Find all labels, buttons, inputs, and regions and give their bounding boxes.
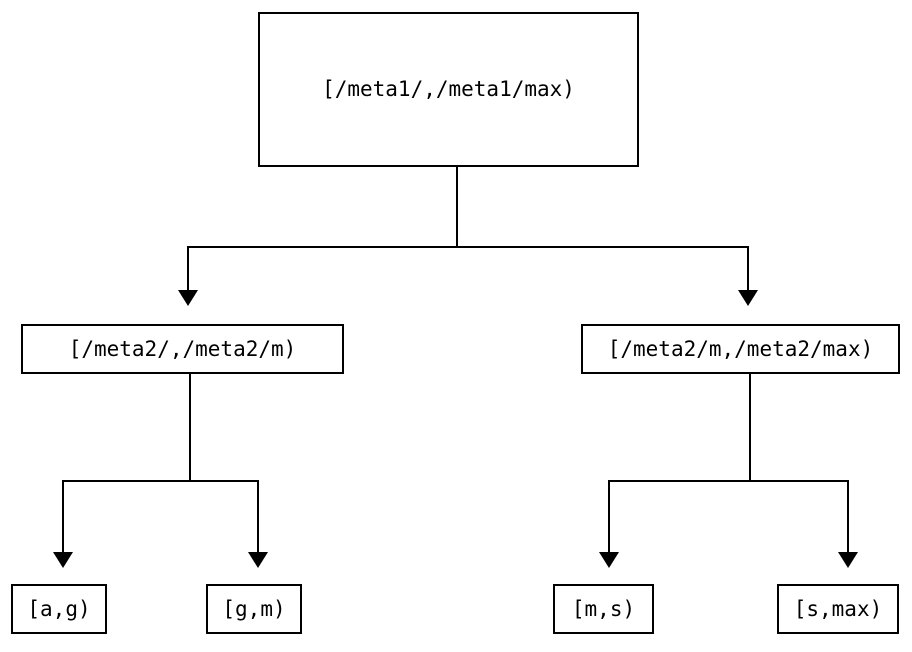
edge-l2-left-to-leaf-ag — [61, 479, 190, 552]
tree-node-leaf-m-s[interactable]: [m,s) — [553, 584, 654, 634]
tree-node-leaf-s-max[interactable]: [s,max) — [777, 584, 899, 634]
tree-node-leaf-g-m[interactable]: [g,m) — [206, 584, 302, 634]
tree-node-root-label: [/meta1/,/meta1/max) — [322, 77, 575, 101]
arrowhead-l2-left-to-leaf-gm — [248, 552, 268, 568]
tree-node-leaf-m-s-label: [m,s) — [571, 596, 636, 621]
arrowhead-l2-right-to-leaf-ms — [599, 552, 619, 568]
tree-node-leaf-g-m-label: [g,m) — [222, 596, 286, 621]
arrowhead-root-to-l2-left — [178, 290, 198, 306]
edge-root-to-l2-right — [457, 245, 750, 290]
tree-node-meta2-upper[interactable]: [/meta2/m,/meta2/max) — [581, 324, 900, 374]
tree-node-leaf-a-g-label: [a,g) — [27, 596, 91, 621]
arrowhead-l2-right-to-leaf-smax — [838, 552, 858, 568]
arrowhead-l2-left-to-leaf-ag — [53, 552, 73, 568]
tree-node-meta2-lower[interactable]: [/meta2/,/meta2/m) — [21, 324, 344, 374]
tree-node-meta2-lower-label: [/meta2/,/meta2/m) — [68, 336, 297, 361]
arrowhead-root-to-l2-right — [738, 290, 758, 306]
edge-l2-left-to-leaf-gm — [190, 479, 260, 552]
tree-node-meta2-upper-label: [/meta2/m,/meta2/max) — [607, 336, 874, 361]
tree-node-root[interactable]: [/meta1/,/meta1/max) — [258, 12, 639, 167]
edge-l2-right-to-leaf-ms — [607, 479, 750, 552]
tree-node-leaf-s-max-label: [s,max) — [793, 596, 883, 621]
tree-node-leaf-a-g[interactable]: [a,g) — [11, 584, 107, 634]
edge-root-to-l2-left — [186, 245, 457, 290]
edge-l2-right-to-leaf-smax — [750, 479, 850, 552]
